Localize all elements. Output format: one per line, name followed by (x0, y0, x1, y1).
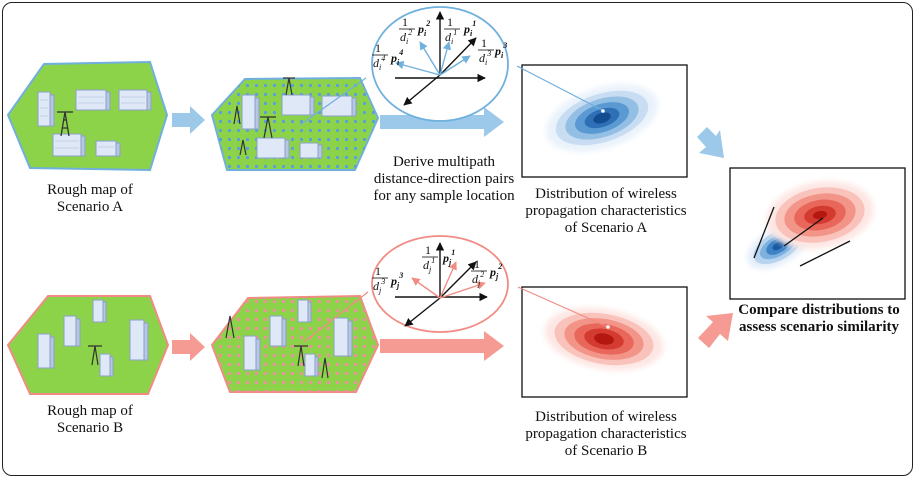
svg-text:1: 1 (474, 257, 480, 271)
scenario-a-sampled-map (210, 76, 380, 171)
scenario-a-map-label: Rough map of Scenario A (47, 182, 133, 215)
arrow-b3 (698, 313, 733, 348)
arrow-b1 (172, 333, 205, 361)
derive-pairs-label: Derive multipath distance-direction pair… (373, 154, 515, 204)
scenario-a-distribution-plot (516, 64, 688, 178)
svg-text:1: 1 (402, 15, 408, 29)
arrow-a3 (697, 127, 724, 158)
scenario-b-sampled-map (210, 291, 380, 393)
svg-text:1: 1 (481, 36, 487, 50)
scenario-b-distribution-label: Distribution of wireless propagation cha… (525, 409, 687, 459)
arrow-a1 (172, 106, 205, 134)
scenario-a-rough-map (6, 60, 169, 172)
scenario-b-multipath-ellipse (371, 235, 509, 333)
scenario-a-distribution-label: Distribution of wireless propagation cha… (525, 186, 687, 236)
svg-text:1: 1 (375, 41, 381, 55)
arrow-a2 (380, 107, 504, 137)
svg-text:1: 1 (375, 264, 381, 278)
scenario-b-distribution-plot (517, 286, 688, 398)
svg-text:1: 1 (425, 243, 431, 257)
scenario-a-multipath-ellipse (371, 6, 509, 122)
compare-distribution-plot (729, 167, 906, 300)
scenario-b-map-label: Rough map of Scenario B (47, 403, 133, 436)
arrow-b2 (380, 331, 504, 361)
compare-label: Compare distributions to assess scenario… (738, 302, 900, 335)
svg-text:1: 1 (447, 15, 453, 29)
scenario-b-rough-map (6, 295, 170, 395)
